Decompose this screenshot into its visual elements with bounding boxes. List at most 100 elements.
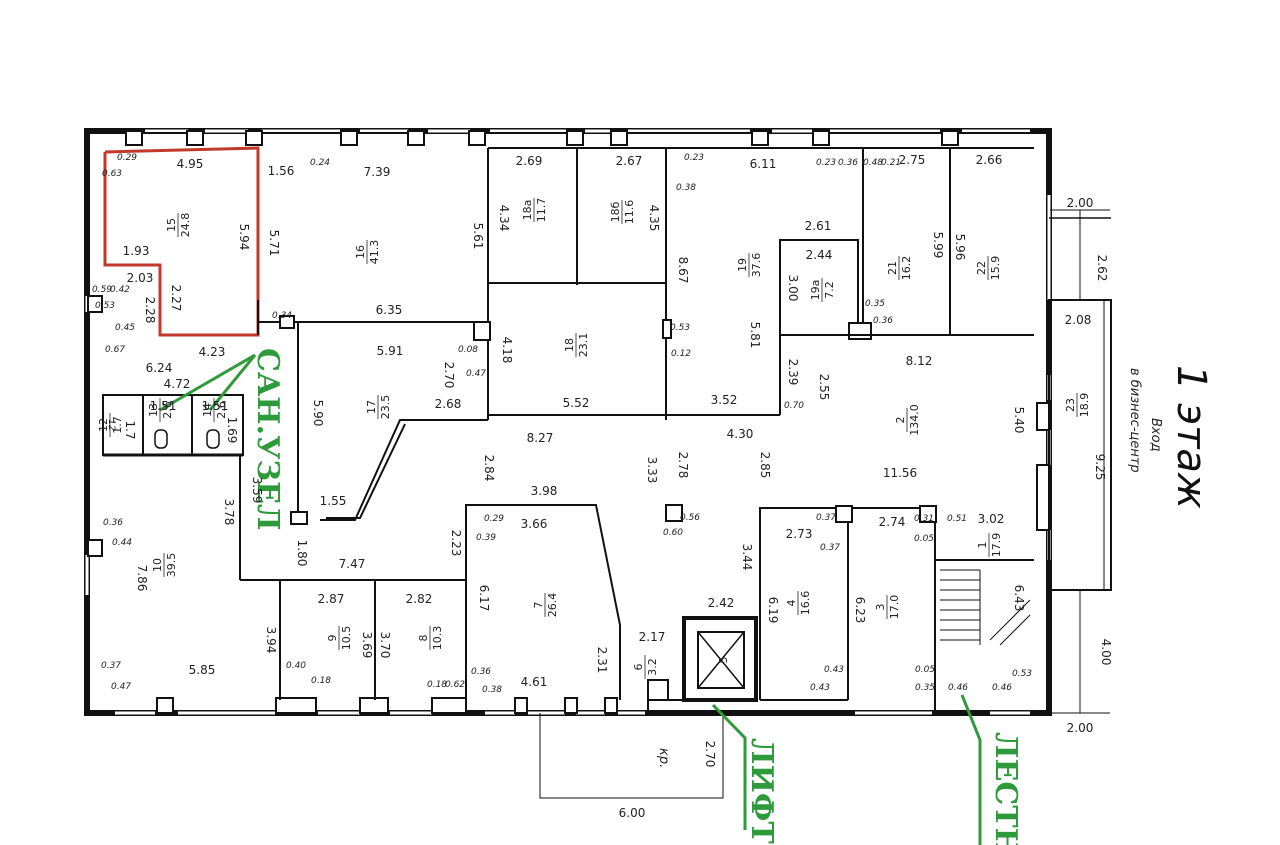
dimension-label: 5.40 [1012,407,1026,434]
dimension-label: 2.08 [1065,313,1092,327]
dimension-label: 0.46 [948,683,968,693]
dimension-label: 2.70 [442,362,456,389]
dimension-label: 0.37 [816,513,836,523]
dimension-label: 2.68 [435,397,462,411]
dimension-label: 2.82 [406,592,433,606]
room-area: 10.3 [431,626,444,651]
dimension-label: 5.99 [931,232,945,259]
dimension-label: 2.69 [516,154,543,168]
room-area: 16.2 [900,256,913,281]
room-label-5: 5 [717,657,730,664]
dimension-label: 1.51 [202,399,229,413]
dimension-label: 2.23 [449,530,463,557]
room-number: 9 [326,635,339,642]
dimension-label: 3.78 [222,499,236,526]
dimension-label: 1.93 [123,244,150,258]
dimension-label: 3.02 [978,512,1005,526]
room-area: 23.5 [379,395,392,420]
room-number: 1 [976,542,989,549]
dimension-label: 5.90 [311,400,325,427]
dimension-label: 0.35 [915,683,935,693]
dimension-label: 0.29 [117,153,137,163]
dimension-label: 0.43 [810,683,830,693]
dimension-label: 0.43 [824,665,844,675]
room-area: 3.2 [646,658,659,676]
room-number: 7 [532,602,545,609]
room-number: 21 [886,261,899,275]
dimension-label: 2.87 [318,592,345,606]
dimension-label: 4.30 [727,427,754,441]
entrance-label: Вход [1148,418,1163,452]
dimension-label: 2.39 [786,359,800,386]
dimension-label: 0.51 [947,514,967,524]
dimension-label: 12 [106,419,116,431]
dimension-label: 2.03 [127,271,154,285]
dimension-label: 2.73 [786,527,813,541]
dimension-label: 0.47 [466,369,486,379]
dimension-label: 6.11 [750,157,777,171]
dimension-label: 0.63 [102,169,122,179]
dimension-label: 0.21 [881,158,901,168]
dimension-label: 5.61 [471,223,485,250]
room-area: 10.5 [340,626,353,651]
dimension-label: 7.39 [364,165,391,179]
room-number: 15 [165,218,178,232]
dimension-label: 0.37 [820,543,840,553]
dimension-label: 0.24 [310,158,330,168]
dimension-label: 1.51 [150,399,177,413]
dimension-label: 0.70 [784,401,804,411]
dimension-label: 3.59 [250,477,264,504]
dimension-label: 0.53 [670,323,690,333]
room-area: 41.3 [368,240,381,265]
dimension-label: 5.52 [563,396,590,410]
dimension-label: 2.17 [639,630,666,644]
dimension-label: 0.40 [286,661,306,671]
dimension-label: 2.55 [817,374,831,401]
dimension-label: 1.56 [268,164,295,178]
room-area: 1.7 [111,416,124,434]
dimension-label: 0.62 [445,680,465,690]
room-area: 134.0 [908,404,921,436]
dimension-label: 5.94 [237,224,251,251]
dimension-label: 0.53 [1012,669,1032,679]
dimension-label: 7.86 [135,565,149,592]
floor-title: 1 этаж [1168,365,1214,509]
dimension-label: 2.00 [1067,721,1094,735]
labels-layer: 1 этаж Вход в бизнес-центр кр. САН.УЗЕЛ … [250,348,1214,845]
dimension-label: 6.19 [766,597,780,624]
dimension-label: 1.80 [295,540,309,567]
dimension-label: 4.34 [497,205,511,232]
entrance-sublabel: в бизнес-центр [1127,368,1142,473]
dimension-label: 4.18 [500,337,514,364]
room-number: 12 [97,418,110,432]
dimension-label: 0.53 [95,301,115,311]
dimension-label: 6.35 [376,303,403,317]
dimension-label: 0.48 [863,158,883,168]
dimension-label: 8.67 [676,257,690,284]
dimension-label: 6.24 [146,361,173,375]
dimension-label: 3.44 [740,544,754,571]
dimension-label: 0.39 [476,533,496,543]
room-area: 17.0 [888,595,901,620]
room-number: 3 [874,604,887,611]
dimension-label: 2.00 [1067,196,1094,210]
room-area: 39.5 [165,553,178,578]
dimension-label: 3.94 [264,627,278,654]
dimension-label: 2.62 [1095,255,1109,282]
dimension-label: 9.25 [1093,454,1107,481]
callout-lift: ЛИФТ [744,738,779,844]
room-number: 19 [736,258,749,272]
dimension-label: 5.91 [377,344,404,358]
dimension-label: 2.61 [805,219,832,233]
